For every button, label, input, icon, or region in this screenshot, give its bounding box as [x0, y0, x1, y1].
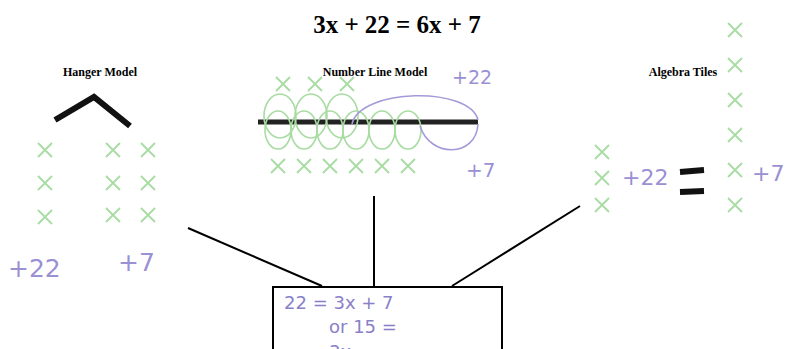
model-heading: Number Line Model	[323, 66, 427, 79]
hanger-symbol	[55, 97, 130, 126]
constant-label: +7	[752, 162, 784, 186]
constant-arcs	[352, 96, 478, 150]
x-mark	[728, 198, 742, 212]
constant-label: +22	[8, 255, 61, 283]
x-mark	[401, 159, 415, 173]
x-mark	[106, 176, 120, 190]
x-mark	[271, 159, 285, 173]
x-mark	[375, 159, 389, 173]
x-mark	[340, 77, 354, 91]
x-mark	[728, 128, 742, 142]
equation-title: 3x + 22 = 6x + 7	[313, 11, 481, 39]
x-mark	[106, 208, 120, 222]
x-mark	[728, 163, 742, 177]
x-mark	[308, 77, 322, 91]
x-mark	[141, 176, 155, 190]
x-mark	[349, 159, 363, 173]
x-mark	[595, 145, 609, 159]
leader-lines	[188, 196, 580, 286]
x-mark	[141, 208, 155, 222]
x-mark	[38, 143, 52, 157]
x-tiles	[38, 23, 742, 224]
x-mark	[728, 93, 742, 107]
x-loops	[264, 94, 421, 149]
constant-label: +7	[118, 249, 155, 277]
equation-note: 22 = 3x + 7 or 15 = 3x	[274, 288, 404, 349]
x-mark	[276, 77, 290, 91]
x-mark	[297, 159, 311, 173]
constant-label: +22	[622, 166, 668, 190]
x-mark	[141, 143, 155, 157]
model-heading: Algebra Tiles	[649, 66, 718, 79]
x-mark	[728, 23, 742, 37]
result-box: 22 = 3x + 7 or 15 = 3x	[272, 286, 503, 349]
constant-label: +22	[452, 67, 492, 88]
model-heading: Hanger Model	[63, 66, 137, 79]
x-mark	[38, 210, 52, 224]
x-mark	[728, 58, 742, 72]
x-mark	[106, 143, 120, 157]
x-mark	[595, 171, 609, 185]
x-mark	[38, 176, 52, 190]
x-mark	[323, 159, 337, 173]
equals-sign	[680, 170, 704, 192]
constant-label: +7	[466, 159, 495, 181]
x-mark	[595, 198, 609, 212]
